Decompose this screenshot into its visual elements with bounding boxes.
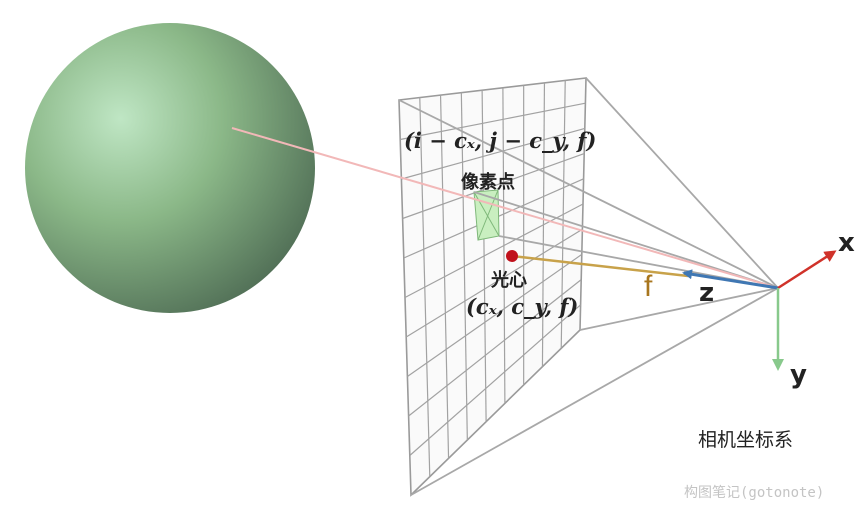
x-axis-label: x (838, 228, 855, 258)
pixel-point-label: 像素点 (461, 172, 515, 193)
grid-row-line (408, 279, 582, 417)
optical-center-dot (506, 250, 518, 262)
grid-row-line (409, 304, 581, 456)
optical-center-label: 光心 (491, 270, 527, 291)
grid-row-line (404, 203, 584, 299)
camera-frame-label: 相机坐标系 (698, 429, 794, 451)
watermark: 构图笔记(gotonote) (684, 485, 825, 501)
grid-row-line (402, 153, 585, 220)
y-axis-label: y (790, 360, 807, 390)
x-axis-arrow (777, 250, 837, 290)
sphere (25, 23, 315, 313)
z-axis-arrow (682, 269, 779, 290)
projection-ray (231, 127, 779, 289)
z-axis-label: z (699, 278, 715, 308)
pixel-grid (400, 80, 586, 477)
optical-center-coordinate-label: (cₓ, c_y, f) (466, 294, 579, 319)
grid-row-line (400, 102, 586, 141)
grid-row-line (401, 127, 585, 180)
grid-row-line (405, 228, 583, 338)
view-frustum (398, 77, 779, 496)
grid-row-line (407, 253, 583, 377)
focal-length-line (511, 254, 689, 278)
focal-length-label: f (644, 270, 653, 303)
pixel-coordinate-label: (i − cₓ, j − c_y, f) (404, 128, 597, 153)
